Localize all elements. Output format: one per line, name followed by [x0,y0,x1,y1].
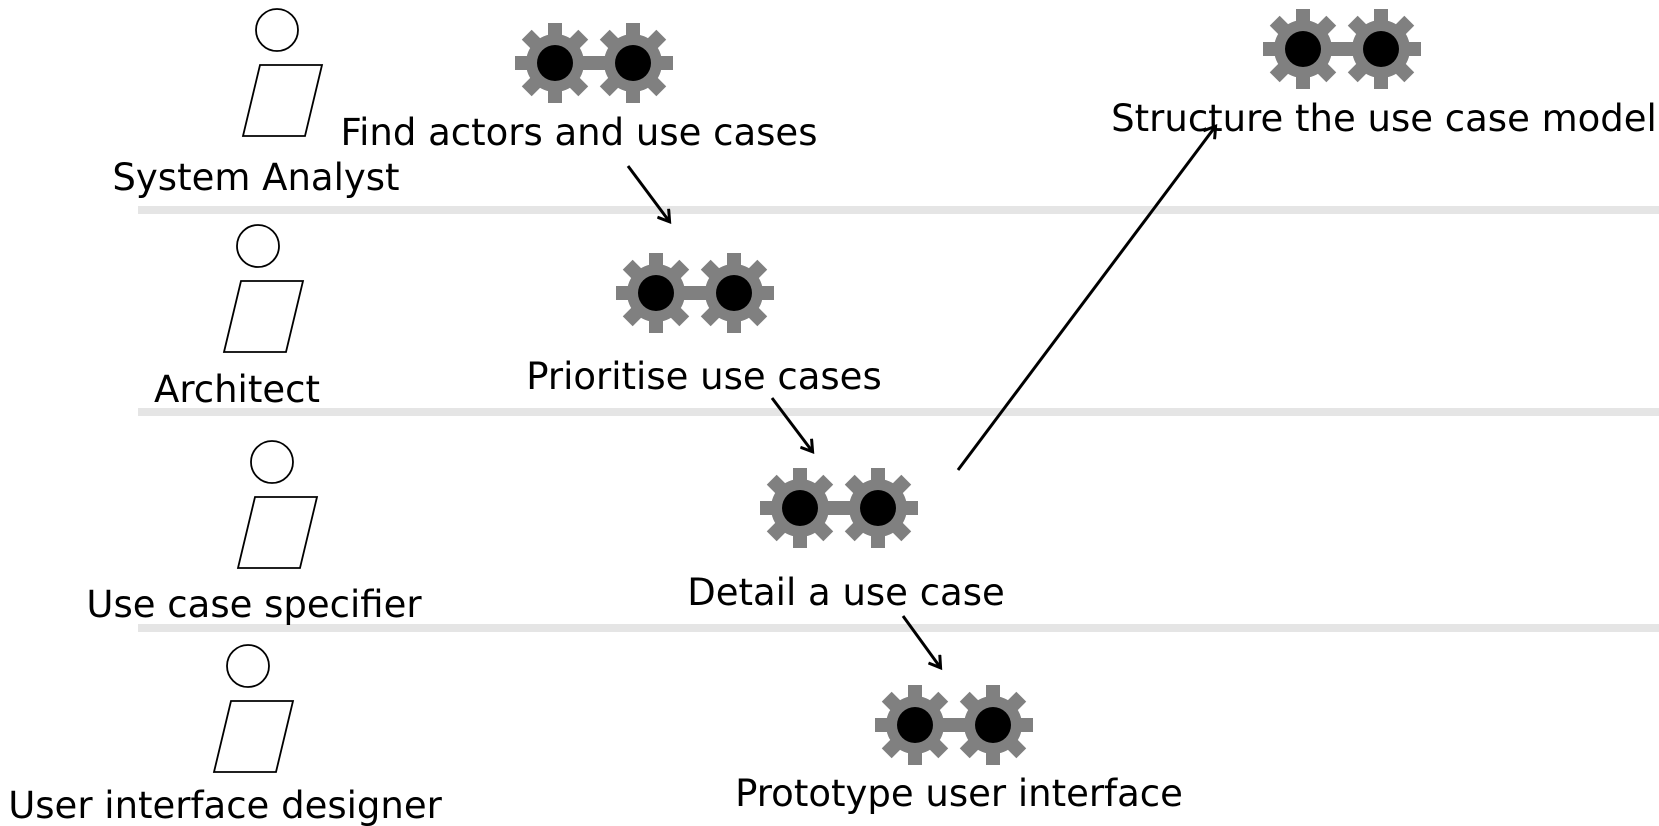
activity-label: Detail a use case [687,571,1005,614]
activity-label: Prioritise use cases [526,355,881,398]
role-label: System Analyst [112,156,399,199]
role-user-interface-designer: User interface designer [8,644,443,826]
gears-icon [760,468,918,548]
swimlane-dividers [138,206,1659,632]
activity-prioritise: Prioritise use cases [526,253,882,398]
swimlane-divider-3 [138,624,1659,632]
gears-icon [616,253,774,333]
flow-arrows [626,127,1215,667]
role-system-analyst: System Analyst [112,8,400,199]
worker-icon [213,644,294,773]
arrow-icon [956,127,1215,471]
activity-label: Prototype user interface [735,772,1183,815]
gears-icon [875,685,1033,765]
role-architect: Architect [154,224,320,411]
gears-icon [515,23,673,103]
swimlane-divider-2 [138,408,1659,416]
activity-label: Find actors and use cases [341,111,818,154]
role-label: Use case specifier [86,583,422,626]
worker-icon [223,224,304,353]
worker-icon [237,440,318,569]
swimlane-divider-1 [138,206,1659,214]
arrow-icon [770,397,812,451]
activity-label: Structure the use case model [1111,97,1657,140]
activity-detail-use-case: Detail a use case [687,468,1005,614]
activity-find-actors: Find actors and use cases [341,23,818,154]
arrow-icon [901,615,940,667]
gears-icon [1263,9,1421,89]
role-label: Architect [154,368,320,411]
arrow-icon [626,165,669,221]
activity-structure-model: Structure the use case model [1111,9,1657,140]
worker-icon [242,8,323,137]
role-label: User interface designer [8,784,442,826]
role-use-case-specifier: Use case specifier [86,440,422,626]
activity-prototype-ui: Prototype user interface [735,685,1183,815]
